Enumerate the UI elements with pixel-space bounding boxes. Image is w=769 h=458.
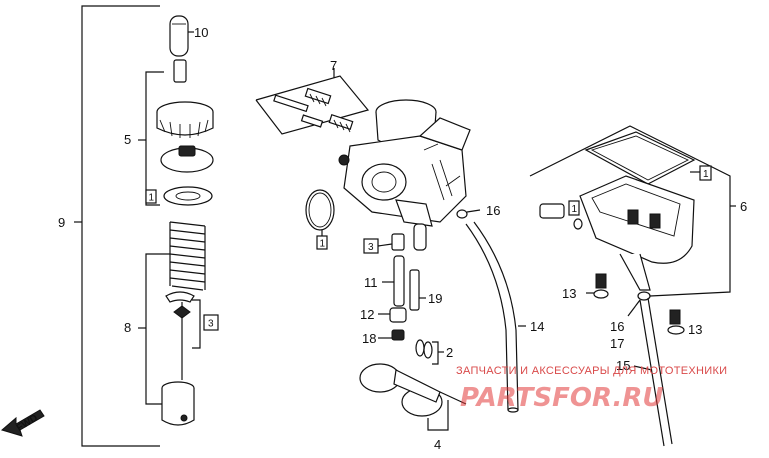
part-16-17-clamp bbox=[627, 291, 651, 317]
part-5-nut bbox=[173, 59, 187, 83]
callout-7: 7 bbox=[330, 58, 337, 73]
svg-text:3: 3 bbox=[208, 319, 214, 330]
callout-14: 14 bbox=[530, 319, 544, 334]
boxed-ref-1-gasket: 1 bbox=[699, 165, 712, 181]
boxed-ref-1-oring: 1 bbox=[316, 235, 328, 250]
svg-text:1: 1 bbox=[572, 204, 578, 215]
boxed-ref-3-jet: 3 bbox=[363, 238, 379, 254]
part-16-clip bbox=[456, 209, 481, 219]
svg-text:1: 1 bbox=[703, 169, 709, 180]
callout-18: 18 bbox=[362, 331, 376, 346]
callout-13-right: 13 bbox=[688, 322, 702, 337]
callout-17: 17 bbox=[610, 336, 624, 351]
bracket-9 bbox=[74, 5, 160, 447]
part-5-plate bbox=[163, 186, 213, 206]
part-3-jet bbox=[377, 233, 405, 251]
svg-text:1: 1 bbox=[149, 193, 155, 204]
part-4-float bbox=[359, 363, 467, 431]
part-2-float-pin bbox=[415, 339, 444, 365]
boxed-ref-1-plate: 1 bbox=[145, 189, 157, 204]
bracket-5 bbox=[138, 71, 164, 206]
boxed-ref-3-needle: 3 bbox=[203, 314, 219, 331]
part-10-cap bbox=[169, 15, 194, 57]
part-8-spring bbox=[169, 221, 206, 291]
part-8-needle bbox=[165, 291, 201, 380]
part-8-slide bbox=[161, 381, 195, 426]
bracket-8 bbox=[138, 253, 170, 405]
part-6-gasket bbox=[584, 131, 700, 185]
fwd-arrow-icon bbox=[0, 409, 45, 437]
part-5-cover bbox=[160, 145, 214, 173]
callout-15: 15 bbox=[616, 358, 630, 373]
callout-16-lower: 16 bbox=[610, 319, 624, 334]
part-13-screw-left bbox=[586, 273, 609, 299]
callout-10: 10 bbox=[194, 25, 208, 40]
part-19-slow-jet bbox=[409, 269, 426, 311]
svg-text:3: 3 bbox=[368, 242, 374, 253]
callout-13-left: 13 bbox=[562, 286, 576, 301]
callout-8: 8 bbox=[124, 320, 131, 335]
part-1-drain-screw bbox=[539, 203, 583, 230]
bracket-6 bbox=[529, 125, 736, 297]
callout-9: 9 bbox=[58, 215, 65, 230]
callout-12: 12 bbox=[360, 307, 374, 322]
callout-11: 11 bbox=[364, 275, 378, 290]
boxed-ref-1-drain: 1 bbox=[568, 200, 580, 216]
part-18-washer bbox=[378, 329, 405, 341]
carburetor-body bbox=[338, 99, 471, 251]
part-1-oring bbox=[305, 189, 335, 236]
part-13-screw-right bbox=[667, 309, 685, 335]
part-7-pilot-screw-set bbox=[255, 68, 370, 135]
part-11-needle-jet bbox=[382, 255, 405, 307]
part-6-bowl bbox=[579, 175, 695, 291]
part-5-ring bbox=[156, 101, 214, 138]
part-15-drain-tube bbox=[633, 297, 673, 447]
watermark-tagline: ЗАПЧАСТИ И АКСЕССУАРЫ ДЛЯ МОТОТЕХНИКИ bbox=[456, 365, 727, 377]
callout-5: 5 bbox=[124, 132, 131, 147]
svg-text:1: 1 bbox=[320, 239, 326, 250]
callout-4: 4 bbox=[434, 437, 441, 452]
callout-6: 6 bbox=[740, 199, 747, 214]
part-12-main-jet bbox=[378, 307, 407, 323]
watermark-brand: PARTSFOR.RU bbox=[460, 383, 663, 413]
part-14-tube bbox=[465, 221, 526, 413]
callout-2: 2 bbox=[446, 345, 453, 360]
callout-16-upper: 16 bbox=[486, 203, 500, 218]
callout-19: 19 bbox=[428, 291, 442, 306]
